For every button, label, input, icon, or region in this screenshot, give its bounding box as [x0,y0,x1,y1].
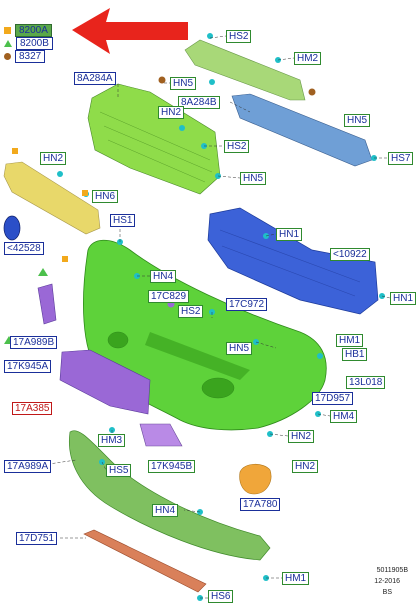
callout-17a989a[interactable]: 17A989A [4,460,52,473]
callout-17d751[interactable]: 17D751 [16,532,58,545]
callout-17a385[interactable]: 17A385 [12,402,53,415]
callout-8a284b[interactable]: 8A284B [178,96,220,109]
orange-square-icon [4,27,11,34]
legend-code-8200a: 8200A [15,24,52,37]
callout-hn6[interactable]: HN6 [92,190,119,203]
callout-hn5[interactable]: HN5 [344,114,371,127]
legend-code-8200b: 8200B [16,37,53,50]
callout-10922[interactable]: <10922 [330,248,370,261]
callout-hn5[interactable]: HN5 [226,342,253,355]
callout-17c829[interactable]: 17C829 [148,290,190,303]
callout-13l018[interactable]: 13L018 [346,376,386,389]
callout-hn1[interactable]: HN1 [276,228,303,241]
callout-42528[interactable]: <42528 [4,242,44,255]
callout-17c972[interactable]: 17C972 [226,298,268,311]
drawing-initials: BS [382,589,392,596]
callout-17k945b[interactable]: 17K945B [148,460,196,473]
legend-row-8200a: 8200A [4,24,52,37]
callout-17a989b[interactable]: 17A989B [10,336,58,349]
callout-hm4[interactable]: HM4 [330,410,358,423]
callout-hs7[interactable]: HS7 [388,152,414,165]
callout-hs2[interactable]: HS2 [178,305,204,318]
lower-lip-spoiler [68,430,271,561]
upper-panel-yellow [3,161,101,235]
callout-17a780[interactable]: 17A780 [240,498,281,511]
upper-absorber-strip [184,39,306,101]
callout-hn2[interactable]: HN2 [158,106,185,119]
red-arrow-icon [72,8,188,54]
drawing-date: 12-2016 [374,578,400,585]
skid-plate [83,529,207,593]
callout-hm2[interactable]: HM2 [294,52,322,65]
callout-hn5[interactable]: HN5 [240,172,267,185]
grille-bracket-blue [231,93,373,167]
callout-hs2[interactable]: HS2 [226,30,252,43]
callout-hb1[interactable]: HB1 [342,348,368,361]
callout-hn4[interactable]: HN4 [152,504,179,517]
ford-emblem-icon [3,215,21,241]
callout-hn1[interactable]: HN1 [390,292,417,305]
tow-hook-cover-orange [239,463,272,495]
callout-hn2[interactable]: HN2 [292,460,319,473]
callout-17d957[interactable]: 17D957 [312,392,354,405]
callout-hm3[interactable]: HM3 [98,434,126,447]
clip-markers [4,76,316,344]
callout-hs6[interactable]: HS6 [208,590,234,603]
callout-hm1[interactable]: HM1 [282,572,310,585]
legend-row-8200b: 8200B [4,37,53,50]
callout-hn2[interactable]: HN2 [40,152,67,165]
callout-hs5[interactable]: HS5 [106,464,132,477]
legend-row-8327: 8327 [4,50,46,63]
callout-hs2[interactable]: HS2 [224,140,250,153]
callout-hn4[interactable]: HN4 [150,270,177,283]
callout-17k945a[interactable]: 17K945A [4,360,52,373]
callout-8a284a[interactable]: 8A284A [74,72,116,85]
callout-hn2[interactable]: HN2 [288,430,315,443]
drawing-number: 5011905B [376,567,408,574]
callout-hn5[interactable]: HN5 [170,77,197,90]
green-triangle-icon [4,40,12,47]
side-bracket-violet [37,283,183,447]
callout-hm1[interactable]: HM1 [336,334,364,347]
brown-circle-icon [4,53,11,60]
callout-hs1[interactable]: HS1 [110,214,136,227]
upper-grille [87,83,221,195]
legend-code-8327: 8327 [15,50,46,63]
